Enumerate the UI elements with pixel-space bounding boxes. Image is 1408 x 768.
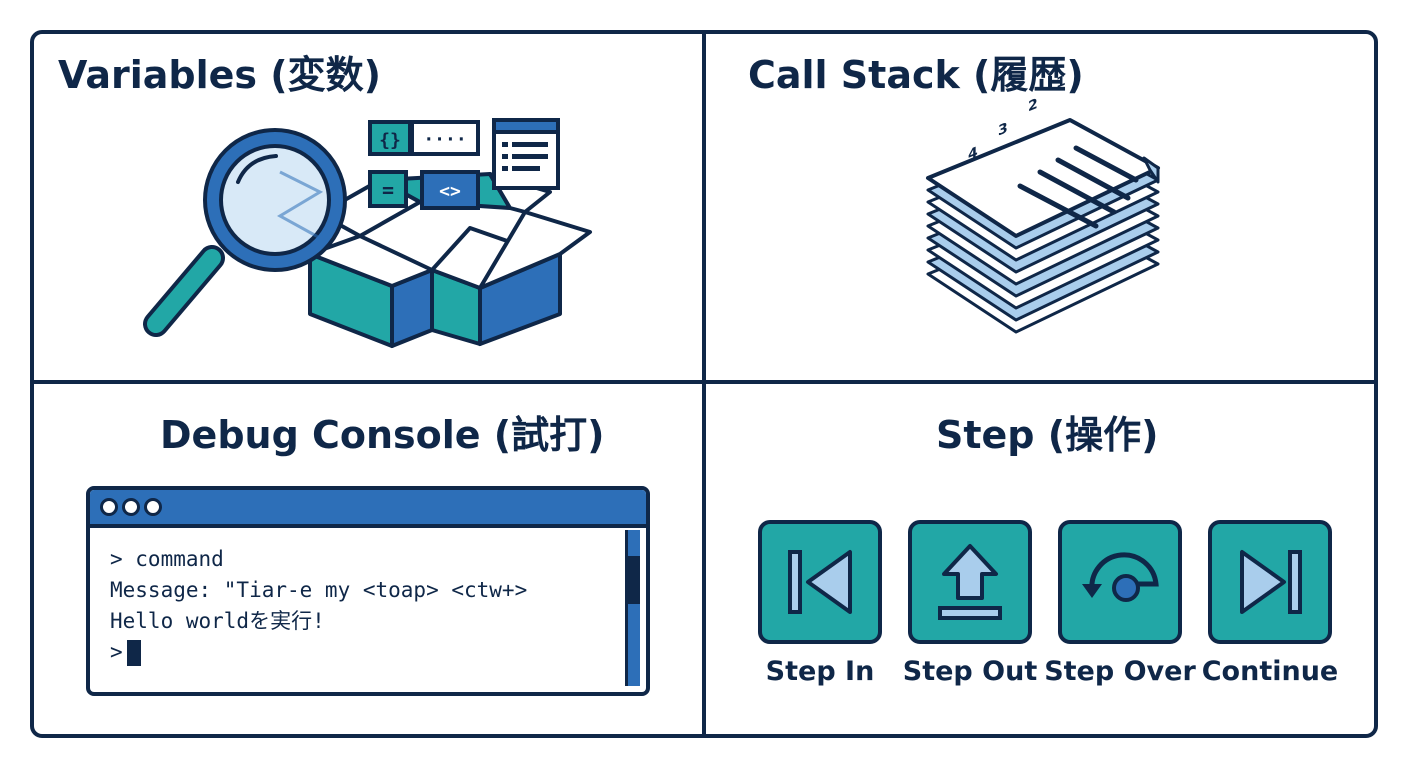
svg-text:4: 4 [968, 143, 978, 163]
svg-text:3: 3 [998, 119, 1008, 139]
dots-card: ···· [410, 120, 480, 156]
equals-card: = [368, 170, 408, 208]
console-line: > command [110, 547, 224, 571]
step-in-button[interactable] [758, 520, 882, 644]
svg-text:<>: <> [439, 181, 461, 202]
list-window-card [492, 118, 560, 190]
console-scrollbar[interactable] [625, 530, 640, 686]
step-over-button[interactable] [1058, 520, 1182, 644]
continue-button[interactable] [1208, 520, 1332, 644]
debug-console-title: Debug Console (試打) [160, 413, 605, 457]
window-dot-icon[interactable] [122, 498, 140, 516]
step-over-icon [1082, 552, 1159, 602]
step-in-icon [788, 550, 852, 614]
console-title-bar [90, 490, 646, 528]
step-out-icon [938, 544, 1002, 620]
step-in-label: Step In [765, 656, 875, 687]
console-input-line[interactable]: > [110, 637, 616, 668]
scrollbar-thumb[interactable] [628, 556, 640, 604]
magnifier-icon [143, 128, 347, 337]
step-title: Step (操作) [936, 413, 1159, 457]
console-line: Message: "Tiar-e my <toap> <ctw+> [110, 578, 528, 602]
continue-label: Continue [1201, 656, 1339, 687]
console-line: Hello worldを実行! [110, 609, 325, 633]
continue-icon [1240, 550, 1302, 614]
angle-card: <> [420, 170, 480, 210]
svg-text:=: = [382, 178, 394, 202]
call-stack-title: Call Stack (履歴) [748, 53, 1084, 97]
console-output: > command Message: "Tiar-e my <toap> <ct… [110, 544, 616, 668]
text-cursor [126, 640, 141, 666]
window-dot-icon[interactable] [100, 498, 118, 516]
horizontal-divider [30, 380, 1378, 384]
console-window[interactable]: > command Message: "Tiar-e my <toap> <ct… [86, 486, 650, 696]
paper-stack-illustration: 4 3 2 1 [926, 72, 1160, 334]
braces-card: {} [368, 120, 412, 156]
step-out-label: Step Out [902, 656, 1038, 687]
window-dot-icon[interactable] [144, 498, 162, 516]
svg-text:1: 1 [1056, 72, 1066, 92]
svg-text:····: ···· [423, 129, 466, 150]
svg-text:{}: {} [379, 130, 401, 151]
variables-title: Variables (変数) [58, 53, 381, 97]
console-prompt: > [110, 640, 123, 664]
svg-text:2: 2 [1028, 95, 1038, 115]
step-over-label: Step Over [1044, 656, 1196, 687]
vertical-divider [702, 30, 706, 738]
variables-illustration: {} ···· = <> [143, 118, 592, 348]
step-out-button[interactable] [908, 520, 1032, 644]
